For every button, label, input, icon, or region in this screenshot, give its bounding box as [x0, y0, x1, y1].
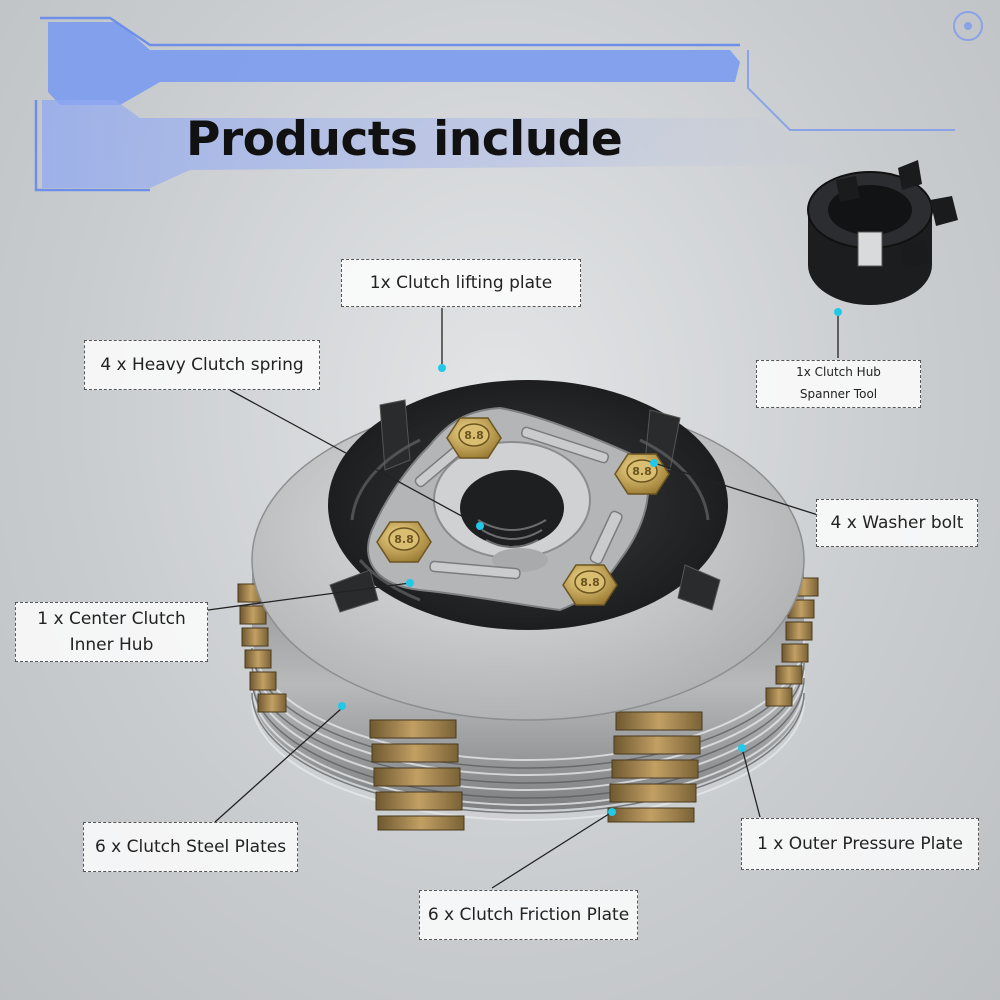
bolt-marking: 8.8: [394, 533, 414, 546]
label-heavy-clutch-spring: 4 x Heavy Clutch spring: [84, 340, 320, 390]
label-clutch-friction-plate: 6 x Clutch Friction Plate: [419, 890, 638, 940]
label-washer-bolt: 4 x Washer bolt: [816, 499, 978, 547]
header-banner: [34, 11, 983, 192]
label-outer-pressure-plate: 1 x Outer Pressure Plate: [741, 818, 979, 870]
label-clutch-steel-plates: 6 x Clutch Steel Plates: [83, 822, 298, 872]
label-spanner-tool: 1x Clutch Hub Spanner Tool: [756, 360, 921, 408]
bolt-marking: 8.8: [464, 429, 484, 442]
bolt-marking: 8.8: [632, 465, 652, 478]
label-center-clutch-inner-hub: 1 x Center Clutch Inner Hub: [15, 602, 208, 662]
label-clutch-lifting-plate: 1x Clutch lifting plate: [341, 259, 581, 307]
page-title: Products include: [186, 112, 623, 167]
bolt-marking: 8.8: [580, 576, 600, 589]
spanner-tool-image: [807, 160, 958, 305]
